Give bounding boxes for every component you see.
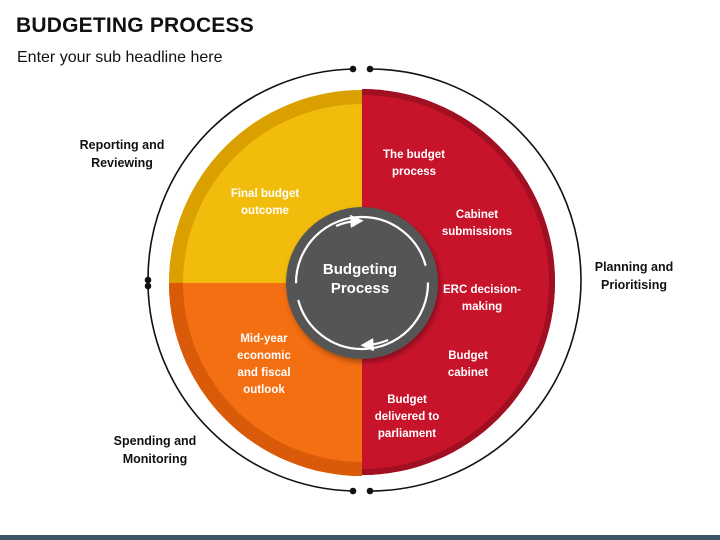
outer-ring-right-arc bbox=[369, 68, 582, 492]
segment-item: Cabinet submissions bbox=[441, 209, 513, 238]
ring-dot bbox=[366, 65, 374, 73]
stage-label-reporting: Reporting and Reviewing bbox=[79, 138, 165, 170]
outer-ring-left-arc bbox=[147, 68, 354, 281]
spending-segment-outer-band bbox=[169, 283, 362, 476]
stage-label-spending: Spending and Monitoring bbox=[113, 434, 197, 466]
ring-dot bbox=[366, 487, 374, 495]
segment-item: Mid-year economic and fiscal outlook bbox=[237, 333, 291, 396]
segment-item: Final budget outcome bbox=[230, 188, 300, 217]
ring-dot bbox=[144, 282, 152, 290]
center-label: Budgeting Process bbox=[322, 261, 398, 297]
footer-bar bbox=[0, 535, 720, 540]
segment-item: ERC decision- making bbox=[443, 284, 521, 313]
cycle-arrow-icon bbox=[360, 338, 389, 352]
page-title: BUDGETING PROCESS bbox=[16, 14, 254, 37]
segment-item: Budget cabinet bbox=[447, 350, 489, 379]
outer-ring-lower-left-arc bbox=[147, 284, 354, 492]
page-subtitle: Enter your sub headline here bbox=[17, 49, 223, 66]
segment-item: Budget delivered to parliament bbox=[374, 394, 440, 440]
reporting-segment-outer-band bbox=[169, 90, 362, 283]
stage-label-planning: Planning and Prioritising bbox=[594, 260, 674, 292]
segment-item: The budget process bbox=[383, 149, 445, 178]
ring-dot bbox=[349, 65, 357, 73]
planning-segment bbox=[362, 89, 555, 475]
center-disc bbox=[286, 207, 438, 359]
ring-dot bbox=[349, 487, 357, 495]
cycle-arrow-icon bbox=[335, 214, 364, 228]
ring-dot bbox=[144, 276, 152, 284]
